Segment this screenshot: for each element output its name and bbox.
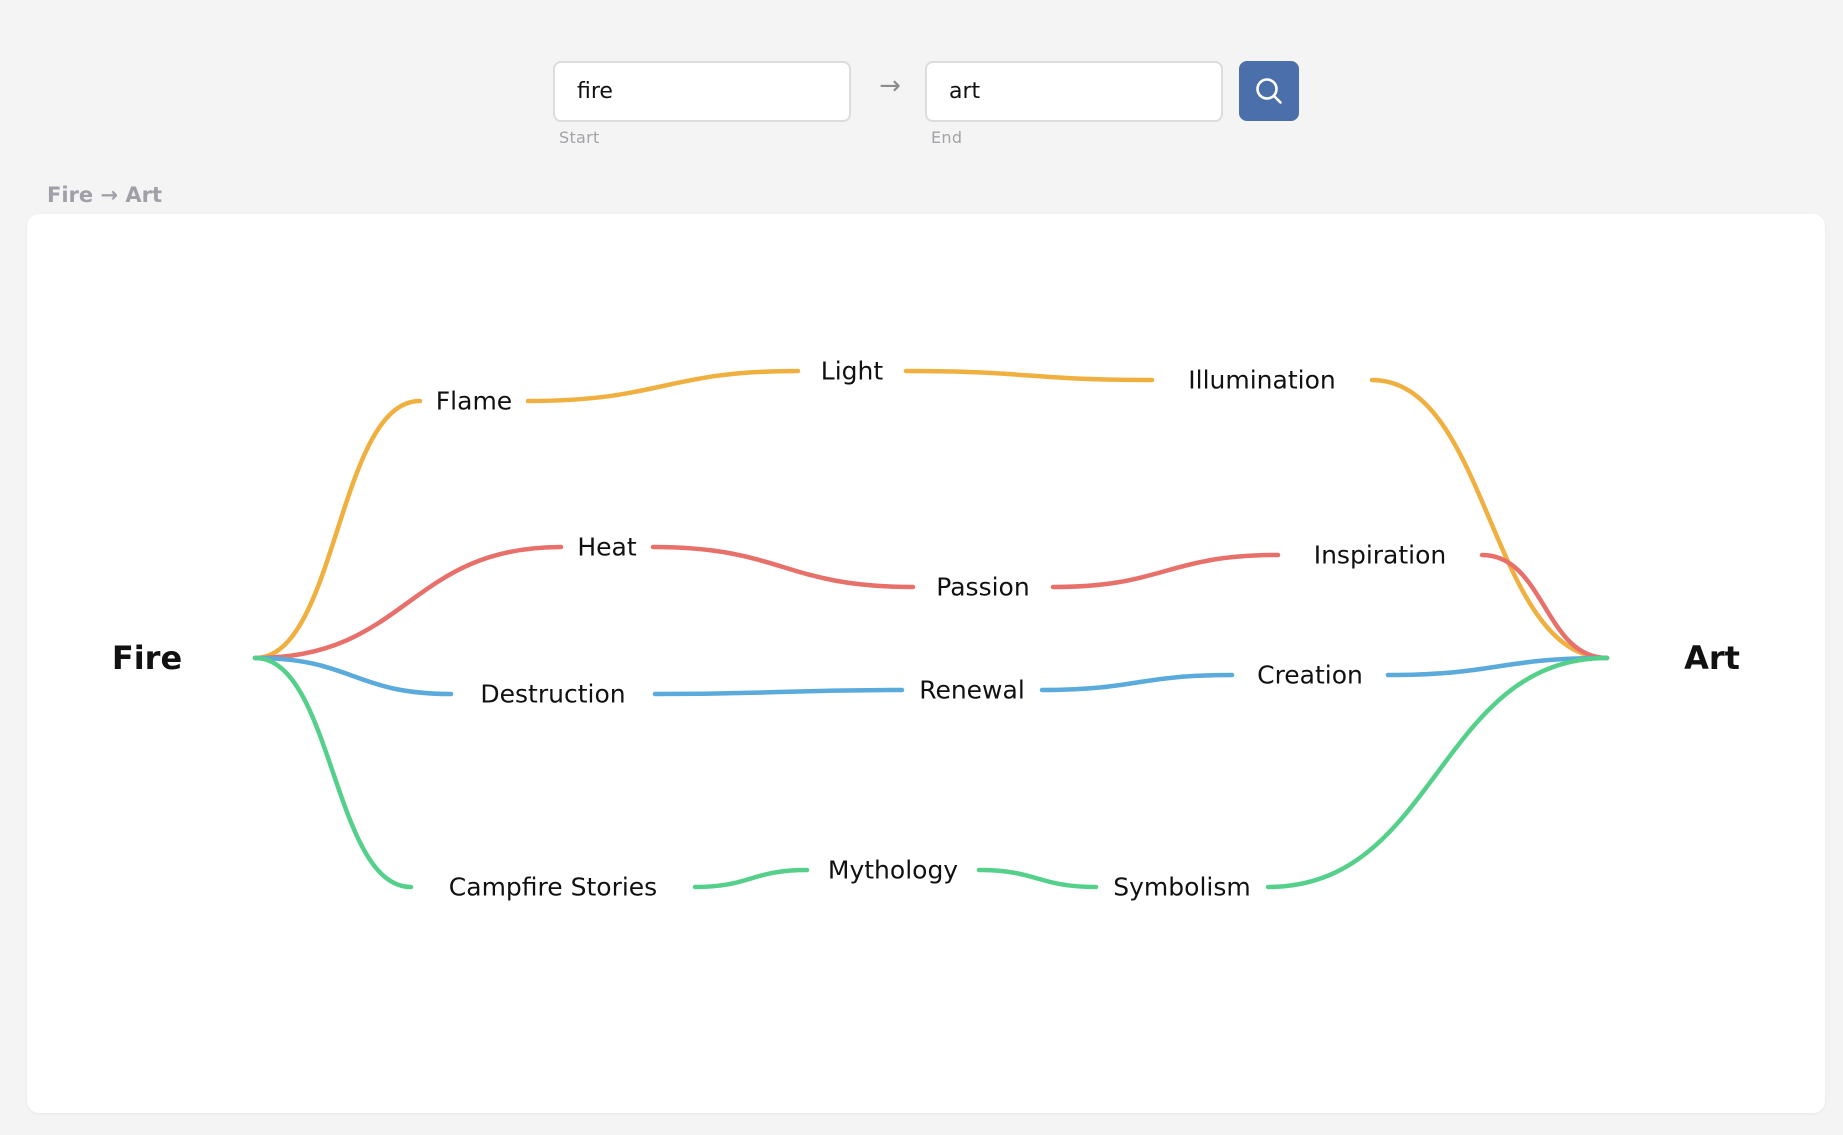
link-end-2 [1385, 655, 1610, 678]
link-start-1 [252, 544, 564, 661]
node-heat[interactable]: Heat [577, 533, 636, 562]
start-caption: Start [559, 128, 600, 147]
result-title: Fire → Art [47, 183, 163, 207]
link-start-2 [252, 655, 454, 697]
node-renewal[interactable]: Renewal [919, 676, 1025, 705]
end-input[interactable] [925, 61, 1223, 122]
node-campfire-stories[interactable]: Campfire Stories [449, 873, 657, 902]
end-caption: End [931, 128, 963, 147]
link-3-0 [692, 867, 810, 890]
link-0-0 [525, 368, 801, 404]
search-bar: Start → End [553, 61, 1299, 151]
start-input[interactable] [553, 61, 851, 122]
node-illumination[interactable]: Illumination [1188, 366, 1335, 395]
link-2-1 [1039, 672, 1235, 693]
links-layer [252, 368, 1610, 890]
node-inspiration[interactable]: Inspiration [1314, 541, 1447, 570]
end-node[interactable]: Art [1684, 639, 1740, 677]
end-field-group: End [925, 61, 1223, 147]
link-2-0 [652, 687, 905, 697]
node-light[interactable]: Light [821, 357, 884, 386]
node-symbolism[interactable]: Symbolism [1113, 873, 1250, 902]
node-passion[interactable]: Passion [936, 573, 1029, 602]
node-mythology[interactable]: Mythology [828, 856, 958, 885]
arrow-icon: → [879, 71, 901, 101]
link-start-0 [252, 398, 423, 661]
link-end-1 [1479, 552, 1610, 661]
link-0-1 [903, 368, 1155, 383]
link-start-3 [252, 655, 414, 890]
link-1-1 [1050, 552, 1281, 590]
link-1-0 [650, 544, 916, 590]
node-creation[interactable]: Creation [1257, 661, 1363, 690]
search-icon [1256, 78, 1282, 104]
link-end-3 [1265, 655, 1610, 890]
start-node[interactable]: Fire [112, 639, 182, 677]
link-3-1 [976, 867, 1099, 890]
node-flame[interactable]: Flame [436, 387, 512, 416]
node-destruction[interactable]: Destruction [480, 680, 625, 709]
start-field-group: Start [553, 61, 851, 147]
search-button[interactable] [1239, 61, 1299, 121]
link-end-0 [1369, 377, 1610, 661]
